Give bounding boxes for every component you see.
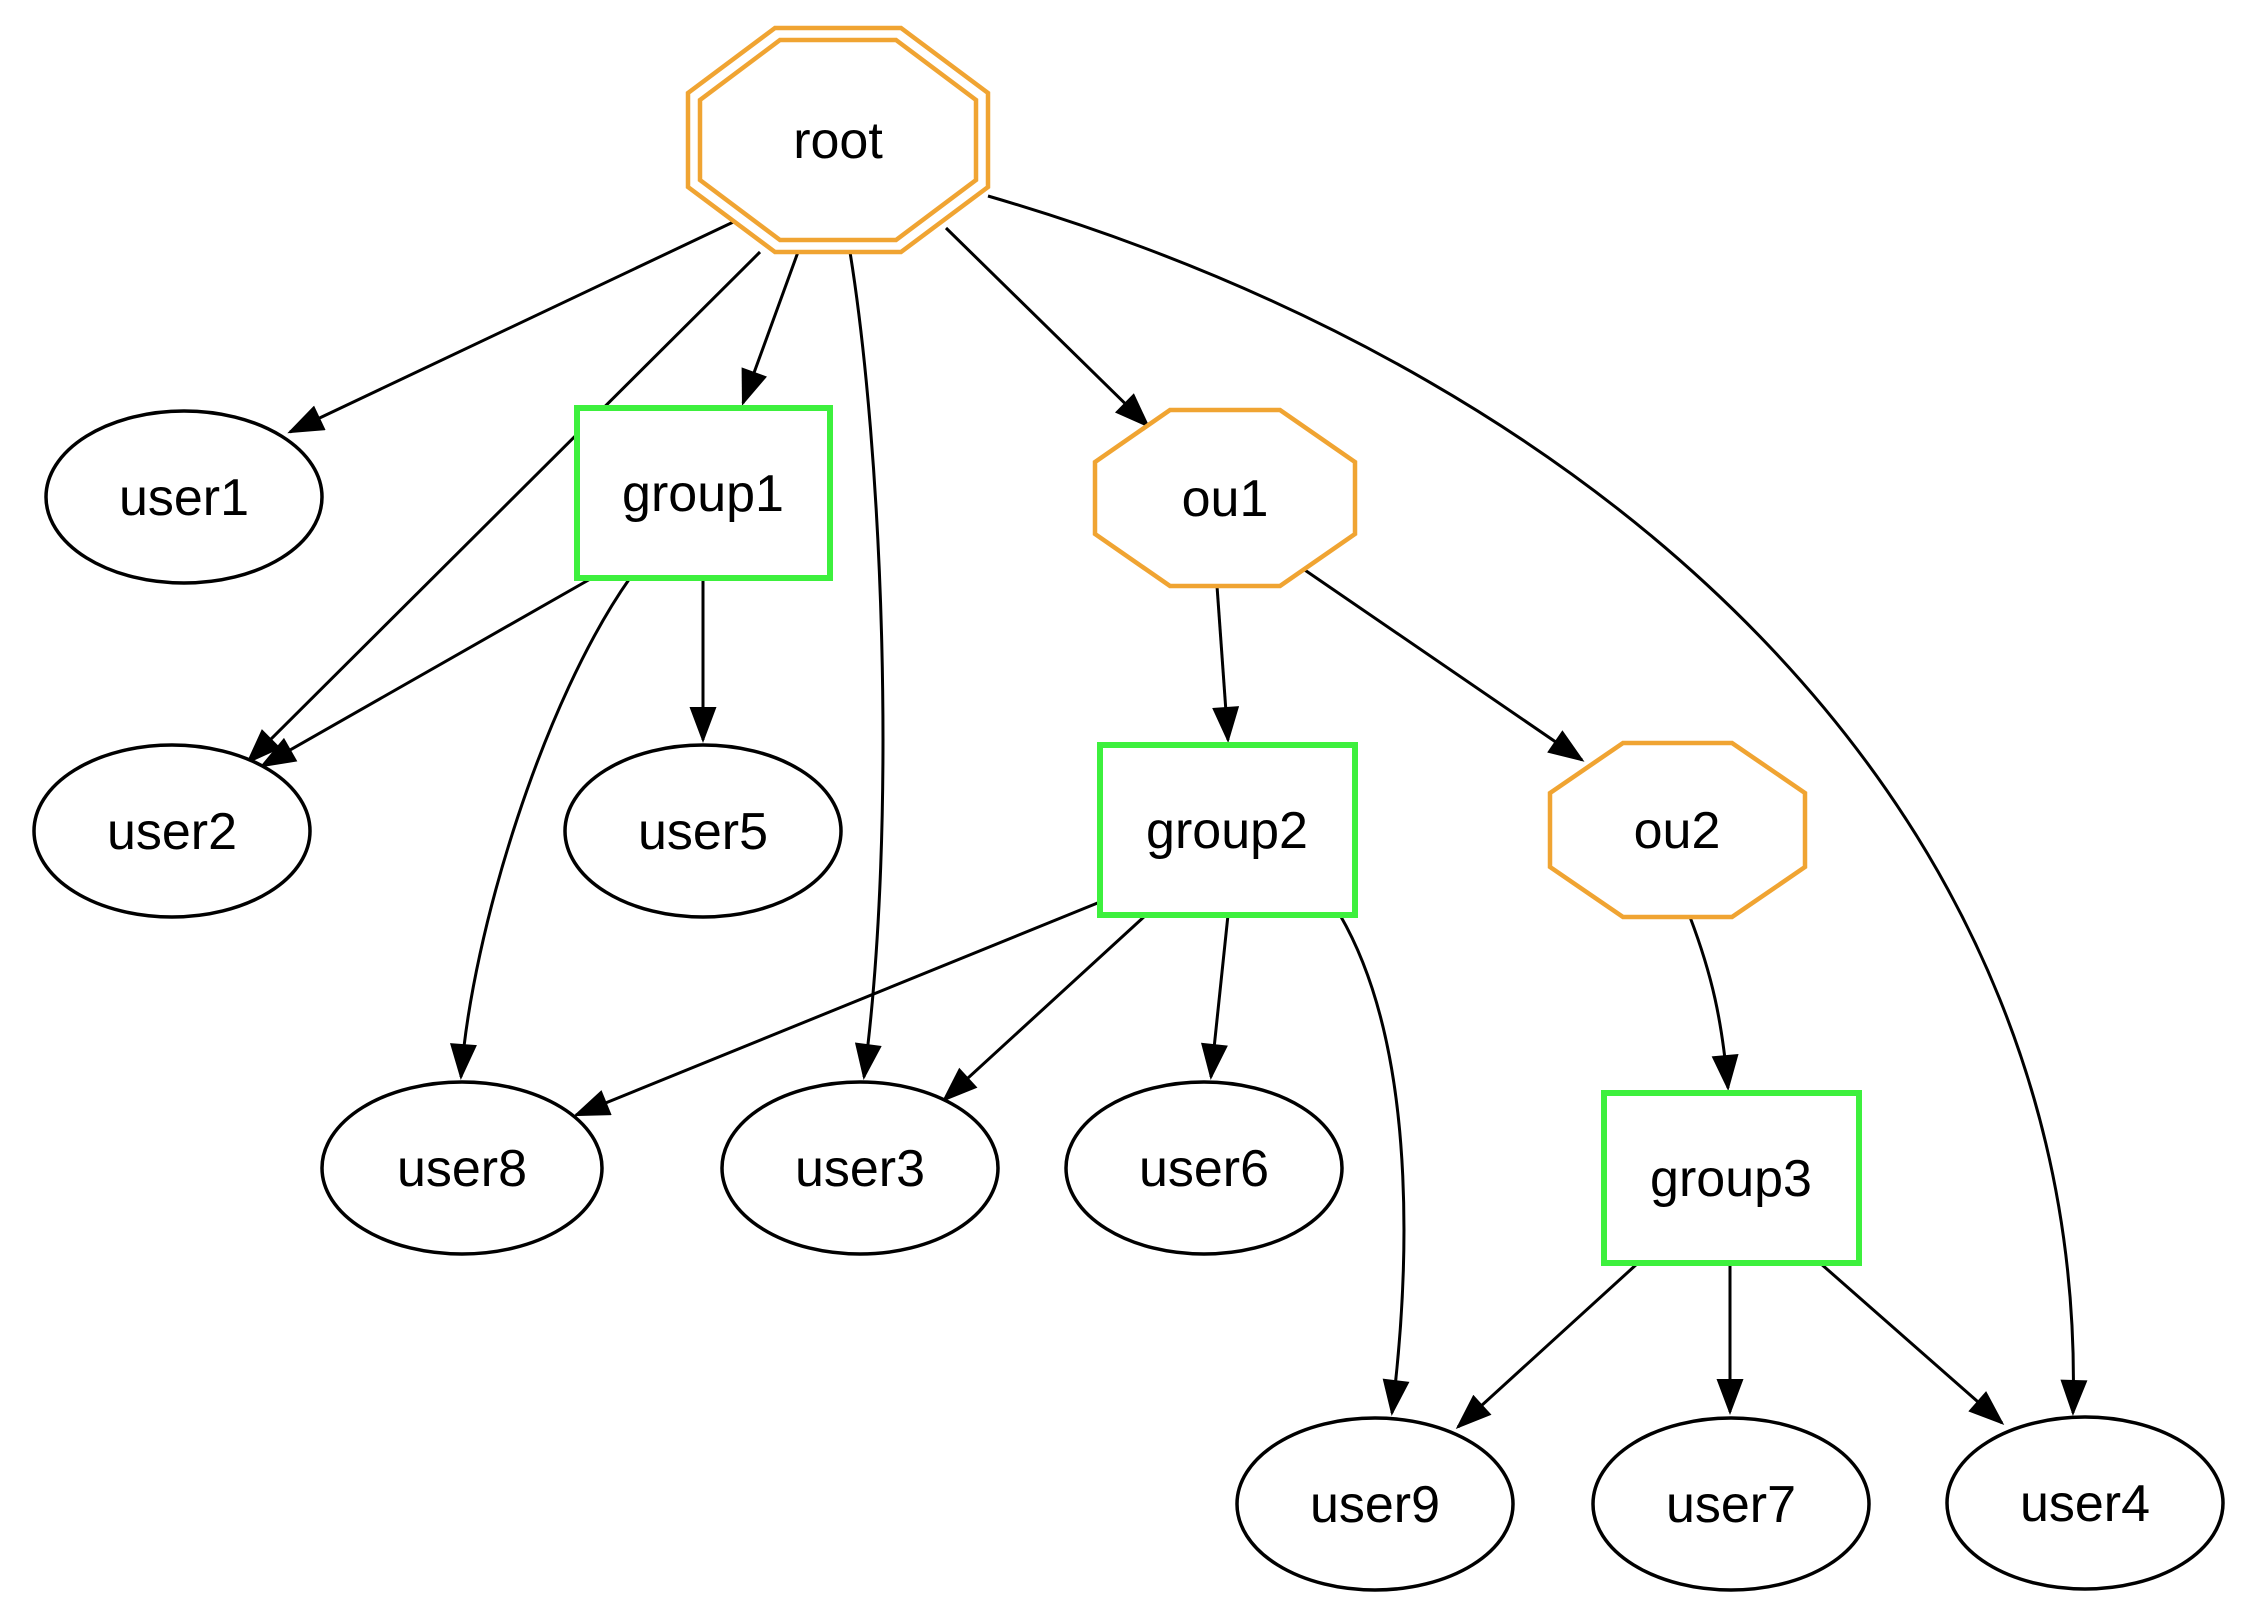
node-user2: user2: [32, 743, 312, 919]
edge-root-ou1: [944, 226, 1151, 429]
edge-root-user3: [848, 251, 885, 1080]
edge-group3-user4: [1819, 1261, 2005, 1425]
root-octagon-outer: [685, 25, 991, 255]
edge-group2-user9: [1338, 914, 1410, 1416]
node-user6: user6: [1064, 1080, 1344, 1256]
edge-root-group1: [741, 251, 800, 406]
edge-group3-user9: [1455, 1261, 1640, 1430]
node-label: user6: [1139, 1140, 1269, 1198]
node-label: user9: [1310, 1476, 1440, 1534]
node-root: root: [685, 25, 991, 255]
edge-group1-user2: [259, 576, 593, 768]
node-user5: user5: [563, 743, 843, 919]
node-label: user4: [2020, 1475, 2150, 1533]
node-user1: user1: [44, 409, 324, 585]
node-label: user1: [119, 469, 249, 527]
root-octagon-inner: [697, 37, 979, 243]
edge-group2-user3: [941, 913, 1148, 1103]
user8-ellipse: [320, 1080, 604, 1256]
edge-group2-user6: [1201, 914, 1230, 1080]
node-ou2: ou2: [1547, 740, 1808, 920]
edge-root-user2: [245, 250, 762, 765]
user9-ellipse: [1235, 1416, 1515, 1592]
node-user4: user4: [1945, 1415, 2225, 1591]
edge-group1-user8: [450, 577, 632, 1080]
node-label: user3: [795, 1140, 925, 1198]
group1-box: [574, 405, 833, 581]
user6-ellipse: [1064, 1080, 1344, 1256]
edges-layer: [245, 194, 2088, 1430]
edge-ou1-group2: [1212, 585, 1240, 743]
node-label: user8: [397, 1140, 527, 1198]
edge-ou2-group3: [1688, 916, 1739, 1091]
node-ou1: ou1: [1092, 407, 1358, 589]
user4-ellipse: [1945, 1415, 2225, 1591]
node-group1: group1: [574, 405, 833, 581]
node-user7: user7: [1591, 1416, 1871, 1592]
group3-box: [1601, 1090, 1862, 1266]
nodes-layer: root user1 group1 ou1 user2 user5 group2: [32, 25, 2225, 1592]
edge-ou1-ou2: [1295, 562, 1585, 762]
node-label: ou1: [1182, 470, 1269, 528]
node-label: user7: [1666, 1476, 1796, 1534]
node-label: group1: [622, 465, 784, 523]
edge-root-user4: [987, 194, 2088, 1416]
node-user3: user3: [720, 1080, 1000, 1256]
node-label: group3: [1650, 1150, 1812, 1208]
user7-ellipse: [1591, 1416, 1871, 1592]
user5-ellipse: [563, 743, 843, 919]
node-user8: user8: [320, 1080, 604, 1256]
node-label: group2: [1146, 802, 1308, 860]
ou1-octagon: [1092, 407, 1358, 589]
node-label: root: [793, 112, 883, 170]
node-group3: group3: [1601, 1090, 1862, 1266]
node-label: ou2: [1634, 802, 1721, 860]
edge-root-user1: [287, 214, 747, 434]
node-user9: user9: [1235, 1416, 1515, 1592]
group2-box: [1097, 742, 1358, 918]
user3-ellipse: [720, 1080, 1000, 1256]
node-label: user2: [107, 803, 237, 861]
user1-ellipse: [44, 409, 324, 585]
user2-ellipse: [32, 743, 312, 919]
ou2-octagon: [1547, 740, 1808, 920]
node-label: user5: [638, 803, 768, 861]
node-group2: group2: [1097, 742, 1358, 918]
edge-group2-user8: [573, 900, 1101, 1117]
